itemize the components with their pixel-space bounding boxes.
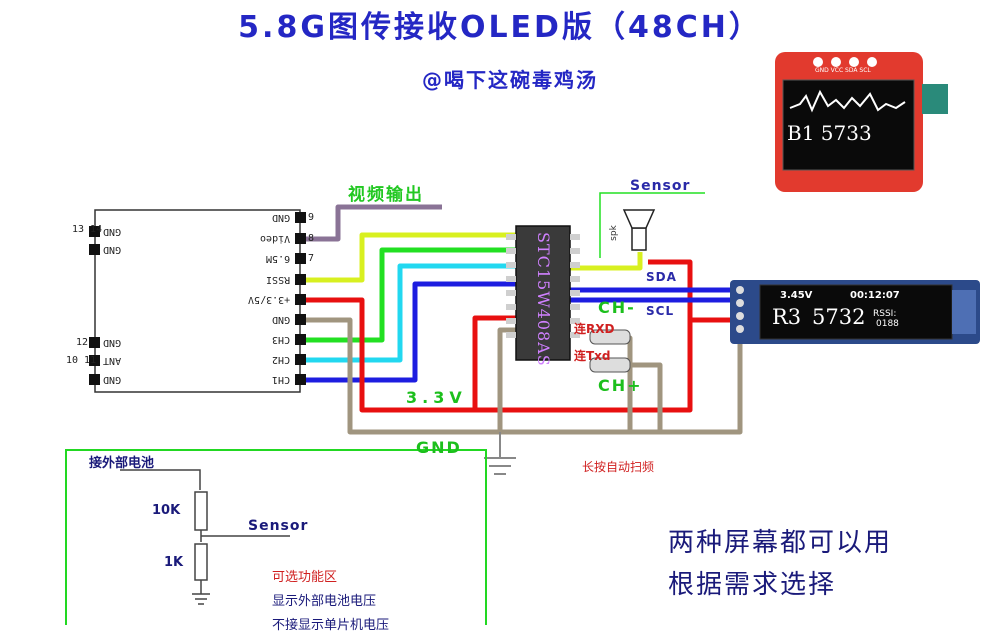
label-txd: 连Txd bbox=[574, 349, 611, 363]
right-pin-num-2: 8 bbox=[308, 233, 315, 244]
wire-ch3 bbox=[306, 247, 516, 343]
divider-node bbox=[200, 530, 290, 542]
resistor-1k bbox=[194, 543, 208, 581]
speaker-icon bbox=[622, 209, 656, 251]
oled-small-connector bbox=[922, 84, 948, 114]
rx-module-outline bbox=[94, 209, 301, 393]
label-3v3: 3.3V bbox=[406, 388, 467, 407]
battery-option-line1: 可选功能区 bbox=[272, 570, 338, 585]
label-sensor-top: Sensor bbox=[630, 178, 691, 194]
divider-ground-icon bbox=[192, 580, 210, 605]
page-subtitle: @喝下这碗毒鸡汤 bbox=[422, 68, 598, 92]
rx-module-right-pins bbox=[295, 212, 306, 385]
oled-large-voltage: 3.45V bbox=[780, 290, 813, 301]
oled-large-time: 00:12:07 bbox=[850, 290, 900, 301]
right-pin-label-4: RSSI bbox=[265, 274, 290, 285]
page-title: 5.8G图传接收OLED版（48CH） bbox=[238, 10, 762, 45]
left-pin-label-2: GND bbox=[103, 244, 122, 255]
oled-small-text: B1 5733 bbox=[787, 121, 872, 145]
label-long-press: 长按自动扫频 bbox=[582, 460, 655, 474]
wire-gnd-chip bbox=[497, 327, 516, 432]
wire-ch2 bbox=[306, 263, 516, 363]
label-gnd: GND bbox=[416, 438, 462, 457]
oled-large-rssi-value: 0188 bbox=[876, 319, 899, 329]
right-pin-label-1: GND bbox=[271, 212, 290, 223]
oled-small-pin-labels: GND VCC SDA SCL bbox=[815, 67, 871, 74]
sensor-line bbox=[599, 192, 705, 258]
left-pin-label-3: GND bbox=[103, 337, 122, 348]
button-ch-plus bbox=[589, 357, 631, 373]
oled-large-channel: R3 bbox=[772, 305, 802, 329]
battery-option-line3: 不接显示单片机电压 bbox=[272, 618, 390, 633]
wire-power-chip bbox=[472, 315, 516, 410]
oled-large-freq: 5732 bbox=[812, 305, 866, 329]
right-pin-label-9: CH1 bbox=[271, 374, 290, 385]
mcu-chip bbox=[515, 225, 571, 361]
label-spk: spk bbox=[608, 225, 619, 241]
right-pin-label-7: CH3 bbox=[271, 334, 290, 345]
resistor-10k bbox=[194, 491, 208, 531]
left-pin-label-4: ANT bbox=[103, 355, 122, 366]
wire-power bbox=[306, 259, 693, 413]
label-sda: SDA bbox=[646, 270, 677, 284]
oled-large-pins bbox=[736, 286, 744, 333]
rx-module-left-pins bbox=[89, 226, 100, 385]
oled-small-pins bbox=[813, 57, 877, 67]
oled-large-flex bbox=[952, 290, 976, 334]
battery-line bbox=[120, 469, 201, 490]
wire-rssi bbox=[306, 232, 516, 283]
note-line2: 根据需求选择 bbox=[668, 570, 837, 600]
oled-large-rssi-label: RSSI: bbox=[873, 309, 897, 319]
left-pin-label-5: GND bbox=[103, 374, 122, 385]
oled-small-screen bbox=[782, 79, 915, 171]
label-ch-minus: CH- bbox=[598, 298, 636, 317]
mcu-chip-label: STC15W408AS bbox=[534, 232, 553, 367]
right-pin-label-8: CH2 bbox=[271, 354, 290, 365]
label-ch-plus: CH+ bbox=[598, 376, 643, 395]
wire-speaker bbox=[570, 252, 643, 271]
label-rxd: 连RXD bbox=[574, 322, 615, 336]
right-pin-num-1: 9 bbox=[308, 212, 315, 223]
right-pin-label-6: GND bbox=[271, 314, 290, 325]
battery-option-line2: 显示外部电池电压 bbox=[272, 594, 377, 609]
ground-symbol bbox=[484, 432, 516, 475]
left-pin-num-4: 10 11 bbox=[66, 355, 97, 366]
button-ch-minus bbox=[589, 329, 631, 345]
mcu-chip-pins bbox=[506, 234, 580, 338]
left-pin-num-3: 12 bbox=[76, 337, 89, 348]
label-scl: SCL bbox=[646, 304, 675, 318]
wire-gnd bbox=[306, 317, 743, 435]
left-pin-num-1: 13 14 bbox=[72, 224, 103, 235]
right-pin-label-3: 6.5M bbox=[265, 253, 290, 264]
right-pin-label-5: +3.3/5V bbox=[247, 294, 290, 305]
wire-video bbox=[306, 204, 442, 242]
resistor-1k-label: 1K bbox=[164, 555, 184, 570]
left-pin-label-1: GND bbox=[103, 226, 122, 237]
battery-title: 接外部电池 bbox=[89, 456, 155, 471]
battery-option-box bbox=[65, 449, 487, 625]
oled-large-screen bbox=[759, 284, 953, 340]
label-video-out: 视频输出 bbox=[348, 185, 424, 205]
resistor-10k-label: 10K bbox=[152, 503, 181, 518]
oled-small-spectrum bbox=[789, 89, 906, 113]
right-pin-num-3: 7 bbox=[308, 253, 315, 264]
right-pin-label-2: Video bbox=[259, 233, 290, 244]
note-line1: 两种屏幕都可以用 bbox=[668, 528, 893, 558]
divider-sensor-label: Sensor bbox=[248, 518, 309, 534]
